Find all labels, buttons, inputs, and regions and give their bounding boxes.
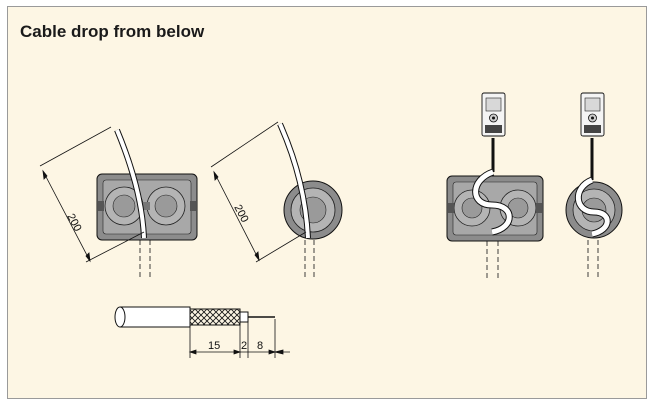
coax-braided-shield <box>189 308 241 326</box>
coax-dimension-lines <box>188 319 290 358</box>
strip-length-2-label: 2 <box>241 340 247 352</box>
rect-conduit-lines <box>139 240 151 280</box>
round-cable <box>277 122 311 239</box>
rect-conduit-lines-2 <box>486 241 499 280</box>
rect-cable-length-label: 200 <box>64 212 83 234</box>
round-mounting-box <box>283 180 343 240</box>
coax-strip-diagram: 15 2 8 <box>114 306 290 358</box>
looped-cable-rect <box>472 138 513 236</box>
coax-outer-jacket <box>114 306 191 328</box>
round-cable-length-label: 200 <box>231 203 250 225</box>
rect-cable <box>114 128 147 239</box>
strip-length-8-label: 8 <box>257 340 263 352</box>
rect-mounting-box <box>96 173 198 241</box>
strip-length-15-label: 15 <box>208 340 220 352</box>
round-conduit-lines <box>304 240 315 280</box>
socket-module-round <box>580 92 605 137</box>
rect-box-with-cable: 200 <box>39 126 198 280</box>
round-box-looped-cable <box>565 92 623 280</box>
round-dimension-line <box>210 121 307 263</box>
looped-cable-round <box>574 138 611 238</box>
round-box-with-cable: 200 <box>210 121 343 280</box>
round-conduit-lines-2 <box>587 240 599 280</box>
coax-dielectric <box>239 311 249 323</box>
page-title: Cable drop from below <box>20 22 205 41</box>
rect-box-looped-cable <box>446 92 544 280</box>
socket-module-rect <box>481 92 506 137</box>
rect-dimension-line <box>39 126 145 263</box>
